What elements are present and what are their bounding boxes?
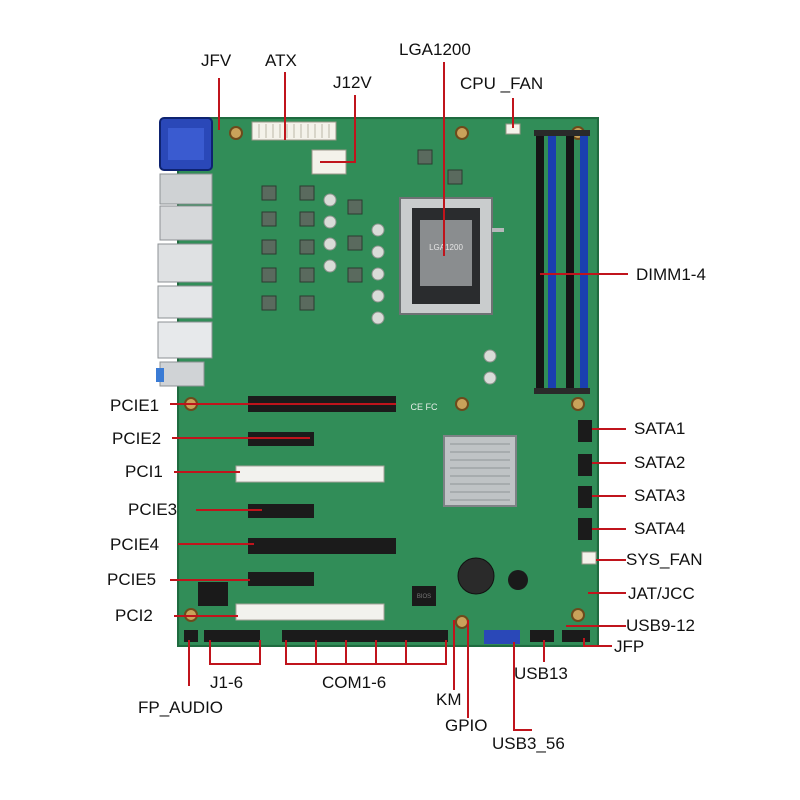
label-pci2: PCI2 <box>115 606 153 625</box>
label-atx: ATX <box>265 51 297 70</box>
label-j1-6: J1-6 <box>210 673 244 692</box>
bios-chip <box>412 586 436 606</box>
lan-port-2 <box>159 205 213 241</box>
label-pci1: PCI1 <box>125 462 163 481</box>
pci2-slot <box>235 603 385 621</box>
label-jfv: JFV <box>201 51 232 70</box>
cpu-socket-text: LGA1200 <box>429 243 463 252</box>
label-dimm: DIMM1-4 <box>636 265 706 284</box>
dimm-slots <box>534 130 590 394</box>
label-cpu-fan: CPU _FAN <box>460 74 544 93</box>
svg-text:BIOS: BIOS <box>417 594 431 600</box>
chipset-heatsink <box>443 435 517 507</box>
bottom-headers <box>184 630 590 644</box>
sys-fan-header <box>581 551 597 565</box>
label-pcie2: PCIE2 <box>112 429 162 448</box>
label-sata4: SATA4 <box>634 519 686 538</box>
label-sata3: SATA3 <box>634 486 686 505</box>
label-pcie4: PCIE4 <box>110 535 160 554</box>
usb-stack-1 <box>157 243 213 283</box>
label-jfp: JFP <box>614 637 645 656</box>
label-sata2: SATA2 <box>634 453 686 472</box>
label-usb9-12: USB9-12 <box>626 616 695 635</box>
label-pcie5: PCIE5 <box>107 570 157 589</box>
label-com1-6: COM1-6 <box>322 673 387 692</box>
certification-marks: CE FC <box>411 402 439 412</box>
pcb-texture <box>180 120 596 644</box>
label-j12v: J12V <box>333 73 372 92</box>
pcie4-slot <box>248 538 396 554</box>
usb3-header <box>484 630 520 644</box>
label-gpio: GPIO <box>445 716 488 735</box>
lan-port-1 <box>159 173 213 205</box>
audio-port <box>159 361 205 387</box>
pci1-slot <box>235 465 385 483</box>
label-pcie1: PCIE1 <box>110 396 160 415</box>
usb-stack-3 <box>157 321 213 359</box>
super-io-chip <box>198 582 228 606</box>
sata-ports <box>578 420 592 540</box>
label-km: KM <box>436 690 462 709</box>
label-pcie3: PCIE3 <box>128 500 178 519</box>
vrm-chokes <box>261 149 463 311</box>
label-sys-fan: SYS_FAN <box>626 550 703 569</box>
usb-stack-2 <box>157 285 213 319</box>
label-jat-jcc: JAT/JCC <box>628 584 695 603</box>
cmos-battery <box>457 557 495 595</box>
pcie3-slot <box>248 504 314 518</box>
buzzer <box>508 570 528 590</box>
rear-io <box>156 117 213 387</box>
capacitors <box>323 193 497 385</box>
pcie5-slot <box>248 572 314 586</box>
label-sata1: SATA1 <box>634 419 686 438</box>
label-lga1200: LGA1200 <box>399 40 471 59</box>
label-usb13: USB13 <box>514 664 568 683</box>
label-usb3-56: USB3_56 <box>492 734 565 753</box>
label-fp-audio: FP_AUDIO <box>138 698 224 717</box>
leader-lines <box>170 62 628 731</box>
